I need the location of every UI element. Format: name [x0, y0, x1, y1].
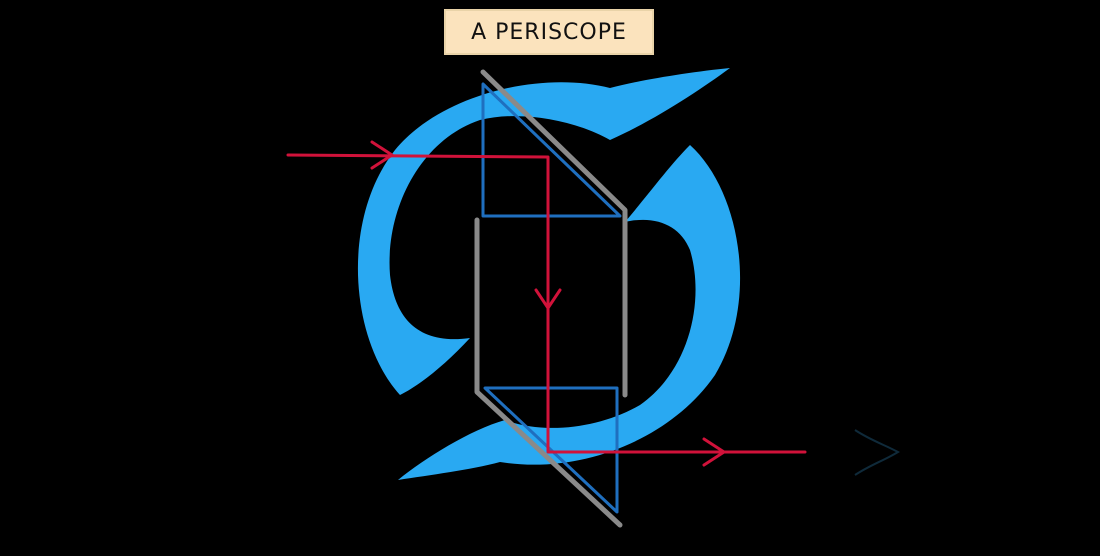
bottom-mirror-wall — [474, 217, 623, 528]
ray-path — [286, 153, 807, 454]
eye-icon — [854, 429, 901, 476]
top-prism — [481, 82, 622, 218]
ray-arrowhead-out — [702, 437, 726, 467]
upper-arc — [357, 68, 730, 395]
light-ray — [286, 140, 807, 467]
diagram-title-box: A PERISCOPE — [444, 9, 654, 55]
lower-arc — [398, 145, 741, 480]
ray-arrowhead-down — [534, 288, 562, 310]
diagram-title: A PERISCOPE — [471, 19, 627, 45]
circular-arrows-icon — [357, 68, 741, 480]
prisms — [481, 82, 622, 514]
ray-arrowhead-in — [370, 140, 394, 170]
periscope-tube — [474, 69, 628, 528]
top-mirror-wall — [480, 69, 628, 398]
bottom-prism — [483, 386, 619, 514]
